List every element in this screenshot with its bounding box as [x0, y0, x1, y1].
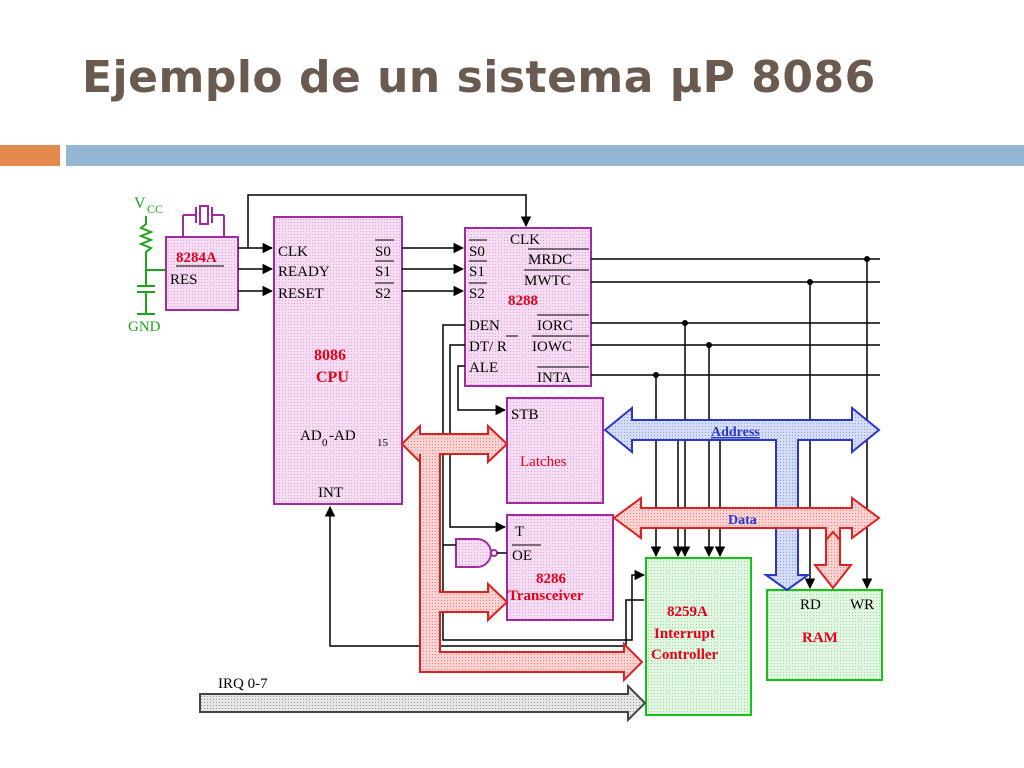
cpu-name-line2: CPU: [316, 369, 349, 386]
cpu-ad-bus-label: AD: [300, 428, 322, 444]
cpu-pin-s1: S1: [375, 264, 391, 280]
transceiver-8286: T OE 8286 Transceiver: [506, 514, 614, 621]
ram-rd-pin: RD: [800, 597, 821, 613]
cpu-ad-dash: -AD: [329, 428, 356, 444]
data-bus: Data: [612, 496, 881, 590]
busctl-mwtc: MWTC: [524, 273, 571, 289]
cpu-pin-int: INT: [318, 485, 343, 501]
cpu-ad-sub15: 15: [377, 437, 389, 449]
title-text: Ejemplo de un sistema: [82, 52, 670, 103]
busctl-inta: INTA: [537, 370, 572, 386]
cpu-pin-clk: CLK: [278, 244, 308, 260]
busctl-mrdc: MRDC: [528, 252, 572, 268]
title-tail: P 8086: [702, 52, 876, 103]
cpu-ad-sub0: 0: [322, 437, 328, 449]
cpu-pin-s0: S0: [375, 244, 391, 260]
pic-name-line2: Interrupt: [654, 626, 715, 642]
bus-controller-8288: CLK S0 S1 S2 8288 DEN DT/ R ALE MRDC MWT…: [464, 227, 592, 387]
junction-dots: [653, 256, 870, 378]
busctl-name: 8288: [508, 293, 538, 309]
vcc-label: V: [134, 195, 146, 212]
resistor-icon: [138, 216, 154, 262]
busctl-s2: S2: [469, 286, 485, 302]
transceiver-name-line2: Transceiver: [508, 588, 584, 604]
latches-block: STB Latches: [506, 397, 604, 504]
irq-label: IRQ 0-7: [218, 676, 268, 692]
ram-block: RD WR RAM: [766, 589, 883, 681]
transceiver-t-pin: T: [515, 524, 524, 540]
latches-stb-pin: STB: [511, 407, 539, 423]
vcc-subscript: CC: [147, 202, 163, 216]
ram-wr-pin: WR: [850, 597, 874, 613]
busctl-ale: ALE: [469, 360, 498, 376]
ram-name: RAM: [802, 630, 838, 646]
busctl-s0: S0: [469, 244, 485, 260]
data-bus-label: Data: [728, 513, 757, 528]
crystal-icon: [182, 205, 225, 237]
cpu-pin-reset: RESET: [278, 286, 324, 302]
cpu-8086: CLK READY RESET S0 S1 S2 8086 CPU AD 0 -…: [273, 216, 403, 505]
pic-name-line1: 8259A: [667, 604, 708, 620]
interrupt-controller-8259a: 8259A Interrupt Controller: [645, 557, 752, 716]
mu-symbol: µ: [669, 52, 703, 103]
pic-name-line3: Controller: [651, 647, 719, 663]
clock-generator-8284a: 8284A RES: [165, 236, 239, 311]
nand-gate-icon: [455, 538, 507, 568]
power-supply: V CC GND: [128, 195, 166, 335]
busctl-clk: CLK: [510, 232, 540, 248]
local-ad-bus: [400, 423, 644, 683]
busctl-s1: S1: [469, 264, 485, 280]
latches-name: Latches: [520, 454, 567, 470]
busctl-iowc: IOWC: [532, 339, 572, 355]
accent-bar-blue: [66, 145, 1024, 166]
cpu-pin-ready: READY: [278, 264, 330, 280]
transceiver-oe-pin: OE: [512, 548, 532, 564]
cpu-pin-s2: S2: [375, 286, 391, 302]
busctl-den: DEN: [469, 318, 500, 334]
irq-bus: IRQ 0-7: [199, 676, 647, 723]
clockgen-name: 8284A: [176, 250, 217, 266]
busctl-iorc: IORC: [537, 318, 573, 334]
accent-bar-orange: [0, 145, 60, 166]
clockgen-res-pin: RES: [170, 272, 198, 288]
transceiver-name-line1: 8286: [536, 571, 567, 587]
address-bus-label: Address: [711, 425, 760, 440]
slide-title: Ejemplo de un sistema µP 8086: [82, 52, 876, 103]
cpu-name-line1: 8086: [314, 347, 346, 364]
gnd-label: GND: [128, 319, 161, 335]
busctl-dtr: DT/ R: [469, 339, 507, 355]
